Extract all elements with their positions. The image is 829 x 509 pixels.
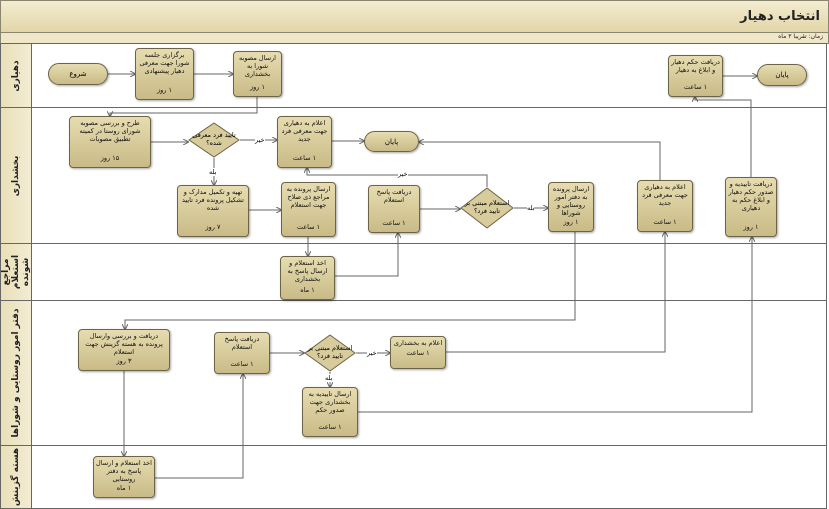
task-text: طرح و بررسی مصوبه شورای روستا در کمیته ت… — [79, 119, 141, 144]
task-duration: ۱ روز — [563, 217, 579, 226]
council-meeting-task[interactable]: برگزاری جلسه شورا جهت معرفی دهیار پیشنها… — [135, 48, 194, 100]
task-duration: ۱ ساعت — [296, 222, 321, 231]
task-duration: ۱ ساعت — [683, 82, 708, 91]
task-text: ارسال مصوبه شورا به بخشداری — [239, 54, 276, 79]
task-text: ارسال پرونده به دفتر امور روستایی و شورا… — [552, 185, 590, 218]
task-text: اعلام به دهیاری جهت معرفی فرد جدید — [281, 119, 328, 144]
task-duration: ۱ ساعت — [382, 218, 406, 227]
task-duration: ۱ ساعت — [230, 359, 254, 368]
task-duration: ۱ ماه — [116, 483, 132, 492]
task-text: اعلام به دهیاری جهت معرفی فرد جدید — [642, 183, 688, 208]
task-text: دریافت پاسخ استعلام — [224, 335, 260, 352]
task-text: اعلام به بخشداری — [393, 339, 443, 347]
title-bar: انتخاب دهیار — [0, 0, 829, 33]
decision-text: استعلام مبتنی بر تایید فرد؟ — [464, 199, 510, 215]
office-review-task[interactable]: دریافت و بررسی وارسال پرونده به هسته گزی… — [78, 329, 170, 371]
yes-label: بله — [209, 168, 217, 176]
issue-decree-task[interactable]: دریافت تاییدیه و صدور حکم دهیار و ابلاغ … — [725, 177, 777, 237]
yes-label: بله — [325, 374, 333, 382]
task-duration: ۱ روز — [157, 85, 172, 94]
decision-inquiry[interactable]: استعلام مبتنی بر تایید فرد؟ — [460, 187, 514, 229]
duration-subtitle: زمان: تقریبا ۳ ماه — [778, 33, 823, 40]
task-duration: ۱۵ روز — [100, 153, 120, 162]
notify-district-task[interactable]: اعلام به بخشداری ۱ ساعت — [390, 336, 446, 369]
send-resolution-task[interactable]: ارسال مصوبه شورا به بخشداری ۱ روز — [233, 51, 282, 97]
task-text: تهیه و تکمیل مدارک و تشکیل پرونده فرد تا… — [181, 188, 244, 213]
no-label: خیر — [398, 170, 408, 178]
send-approval-task[interactable]: ارسال تاییدیه به بخشداری جهت صدور حکم ۱ س… — [302, 387, 358, 437]
task-duration: ۱ ساعت — [318, 422, 342, 431]
task-text: دریافت تاییدیه و صدور حکم دهیار و ابلاغ … — [728, 180, 774, 213]
task-text: ارسال تاییدیه به بخشداری جهت صدور حکم — [308, 390, 352, 415]
task-duration: ۳ روز — [116, 356, 132, 365]
end-node[interactable]: پایان — [757, 64, 807, 86]
selection-inquiry-task[interactable]: اخذ استعلام و ارسال پاسخ به دفتر روستایی… — [93, 456, 155, 498]
task-duration: ۱ ساعت — [292, 153, 317, 162]
task-text: دریافت پاسخ استعلام — [376, 188, 412, 205]
task-duration: ۱ روز — [250, 82, 265, 91]
decision-text: استعلام مبتنی بر تایید فرد؟ — [307, 344, 353, 360]
diagram-title: انتخاب دهیار — [740, 9, 820, 24]
task-text: ارسال پرونده به مراجع ذی صلاح جهت استعلا… — [286, 185, 331, 210]
task-duration: ۱ ماه — [300, 285, 315, 294]
prepare-docs-task[interactable]: تهیه و تکمیل مدارک و تشکیل پرونده فرد تا… — [177, 185, 249, 237]
review-resolution-task[interactable]: طرح و بررسی مصوبه شورای روستا در کمیته ت… — [69, 116, 151, 168]
end-node[interactable]: پایان — [364, 131, 419, 152]
task-duration: ۱ روز — [743, 222, 759, 231]
office-receive-task[interactable]: دریافت پاسخ استعلام ۱ ساعت — [214, 332, 270, 374]
task-text: دریافت حکم دهیار و ابلاغ به دهیار — [671, 58, 720, 75]
task-text: اخذ استعلام و ارسال پاسخ به بخشداری — [287, 259, 328, 284]
task-duration: ۱ ساعت — [406, 349, 430, 357]
task-duration: ۷ روز — [205, 222, 221, 231]
receive-decree-task[interactable]: دریافت حکم دهیار و ابلاغ به دهیار ۱ ساعت — [668, 55, 723, 97]
send-inquiry-task[interactable]: ارسال پرونده به مراجع ذی صلاح جهت استعلا… — [281, 182, 336, 237]
task-text: برگزاری جلسه شورا جهت معرفی دهیار پیشنها… — [139, 51, 190, 76]
task-text: اخذ استعلام و ارسال پاسخ به دفتر روستایی — [96, 459, 152, 484]
decision-approved[interactable]: تایید فرد معرفی شده؟ — [188, 122, 240, 158]
receive-inquiry-task[interactable]: دریافت پاسخ استعلام ۱ ساعت — [368, 185, 420, 233]
notify-new-task[interactable]: اعلام به دهیاری جهت معرفی فرد جدید ۱ ساعت — [637, 180, 693, 232]
yes-label: بله — [527, 204, 535, 212]
decision-text: تایید فرد معرفی شده؟ — [192, 131, 236, 147]
notify-new-task[interactable]: اعلام به دهیاری جهت معرفی فرد جدید ۱ ساعت — [277, 116, 332, 168]
decision-inquiry[interactable]: استعلام مبتنی بر تایید فرد؟ — [304, 334, 356, 372]
start-node[interactable]: شروع — [48, 63, 108, 85]
no-label: خیر — [255, 136, 265, 144]
task-text: دریافت و بررسی وارسال پرونده به هسته گزی… — [85, 332, 163, 357]
task-duration: ۱ ساعت — [653, 217, 677, 226]
send-to-office-task[interactable]: ارسال پرونده به دفتر امور روستایی و شورا… — [548, 182, 594, 232]
no-label: خیر — [367, 349, 377, 357]
